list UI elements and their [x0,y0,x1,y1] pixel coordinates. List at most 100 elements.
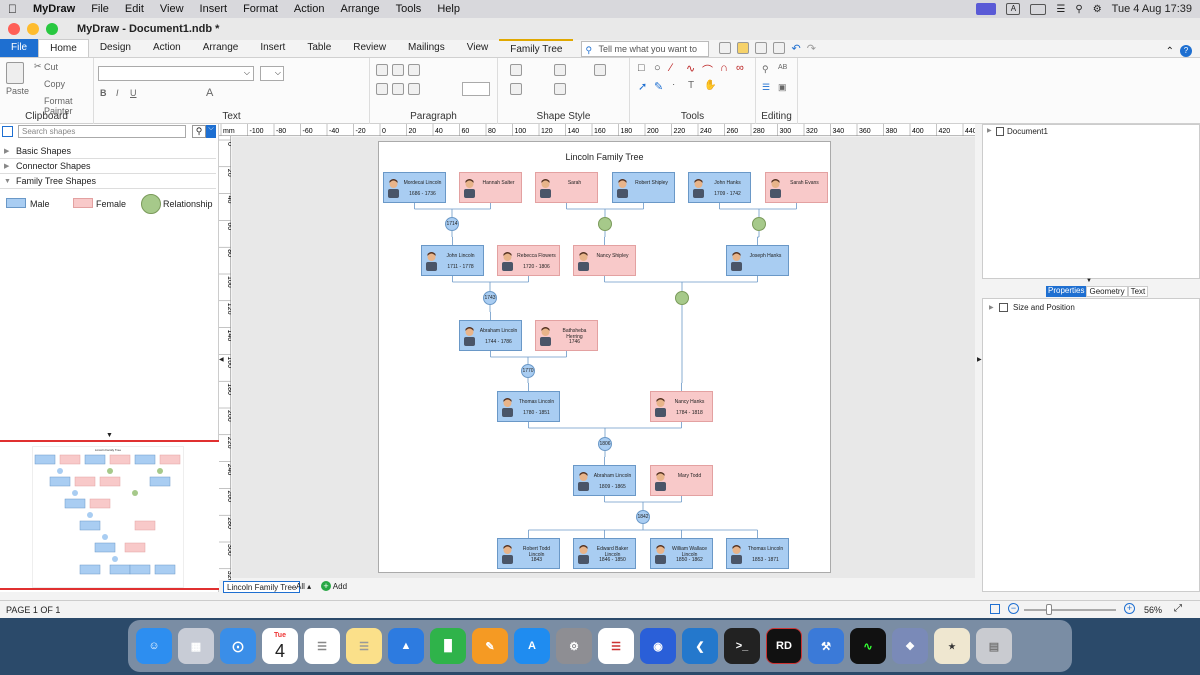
align-center-icon[interactable] [392,83,404,95]
marriage-node[interactable]: 1842 [636,510,650,524]
marriage-node[interactable]: 1714 [445,217,459,231]
search-options-icon[interactable]: ⌵ [206,125,216,138]
pencil-tool-icon[interactable]: ✎ [654,81,664,93]
font-family-select[interactable]: ⌵ [98,66,254,81]
marriage-node[interactable]: 1743 [483,291,497,305]
mydraw-icon[interactable]: ☰ [598,628,634,664]
pan-hand-icon[interactable]: ✋ [704,80,717,91]
arrange-icon[interactable] [554,83,566,95]
fill-icon[interactable] [510,64,522,76]
shape-male[interactable] [6,198,26,208]
tab-properties[interactable]: Properties [1046,286,1087,297]
panel-splitter[interactable]: ▼ [106,432,113,439]
rider-icon[interactable]: RD [766,628,802,664]
line-spacing-select[interactable] [462,82,490,96]
line-style-icon[interactable] [554,64,566,76]
arc-tool-icon[interactable]: ∩ [720,62,728,74]
panel-toggle-icon[interactable] [2,126,13,137]
font-size-select[interactable]: ⌵ [260,66,284,81]
align-right-icon[interactable] [408,83,420,95]
save-icon[interactable] [755,42,768,54]
shadow-icon[interactable] [594,64,606,76]
redo-icon[interactable]: ↷ [806,42,816,55]
zoom-out-icon[interactable]: − [1008,603,1019,614]
zoom-slider[interactable] [1024,609,1116,611]
bold-button[interactable]: B [100,88,107,98]
spotlight-icon[interactable]: ⚲ [1075,3,1083,15]
undo-icon[interactable]: ↶ [791,42,801,55]
male-node[interactable]: Joseph Hanks [726,245,789,276]
tab-file[interactable]: File [0,39,39,57]
align-top-icon[interactable] [376,64,388,76]
app-store-icon[interactable]: A [514,628,550,664]
select-icon[interactable]: ▣ [778,82,787,92]
menu-edit[interactable]: Edit [115,3,144,15]
reminders-icon[interactable]: ☰ [304,628,340,664]
pages-icon[interactable]: ✎ [472,628,508,664]
right-panel-collapse-icon[interactable]: ▶ [977,357,982,363]
menu-view[interactable]: View [150,3,184,15]
tab-arrange[interactable]: Arrange [202,42,239,53]
layers-icon[interactable]: ☰ [762,82,771,92]
section-family-tree-shapes[interactable]: ▼ Family Tree Shapes [0,174,216,189]
male-node[interactable]: Robert Shipley [612,172,675,203]
section-basic-shapes[interactable]: ▶ Basic Shapes [0,144,216,159]
fit-page-icon[interactable]: ⤢ [1174,603,1182,614]
ellipse-tool-icon[interactable]: ○ [654,62,661,74]
text-tool-icon[interactable]: T [688,80,695,91]
tab-design[interactable]: Design [99,42,131,53]
polyline-tool-icon[interactable]: ∿ [686,63,696,75]
tab-home[interactable]: Home [38,39,89,57]
instruments-icon[interactable]: ❖ [892,628,928,664]
launchpad-icon[interactable]: ▦ [178,628,214,664]
find-icon[interactable]: ⚲ [762,64,769,74]
vscode-icon[interactable]: ❮ [682,628,718,664]
tab-family-tree[interactable]: Family Tree [499,39,574,57]
present-icon[interactable] [990,604,1000,614]
menu-file[interactable]: File [82,3,109,15]
marriage-node[interactable] [752,217,766,231]
menu-arrange[interactable]: Arrange [331,3,379,15]
pointer-tool-icon[interactable]: ➚ [638,81,648,93]
help-icon[interactable]: ? [1180,45,1192,57]
align-left-icon[interactable] [376,83,388,95]
marriage-node[interactable] [675,291,689,305]
tab-insert[interactable]: Insert [260,42,286,53]
italic-button[interactable]: I [116,88,119,98]
new-document-icon[interactable] [719,42,732,54]
keynote-icon[interactable]: ▲ [388,628,424,664]
replace-icon[interactable]: AB [778,64,788,71]
tab-text[interactable]: Text [1127,286,1149,297]
cut-icon[interactable]: ✂ [34,61,42,71]
location-app-icon[interactable]: ◉ [640,628,676,664]
font-color-icon[interactable]: A [206,87,214,99]
tab-view[interactable]: View [466,42,489,53]
marriage-node[interactable]: 1806 [598,437,612,451]
menu-tools[interactable]: Tools [386,3,422,15]
calendar-icon[interactable]: Tue 4 [262,628,298,664]
collapse-ribbon-icon[interactable]: ⌃ [1165,46,1174,57]
notes-icon[interactable]: ☰ [346,628,382,664]
paste-button[interactable]: Paste [6,86,30,96]
line-tool-icon[interactable]: ∕ [670,62,672,74]
section-connector-shapes[interactable]: ▶ Connector Shapes [0,159,216,174]
connection-point-icon[interactable]: ⋅ [672,80,676,91]
rectangle-tool-icon[interactable]: □ [638,62,645,74]
menu-action[interactable]: Action [284,3,325,15]
finder-icon[interactable]: ☺ [136,628,172,664]
underline-button[interactable]: U [130,88,137,98]
open-folder-icon[interactable] [737,42,750,54]
tab-action[interactable]: Action [152,42,181,53]
apple-icon[interactable]:  [0,2,25,16]
zoom-in-icon[interactable]: + [1124,603,1135,614]
female-node[interactable]: Sarah [535,172,598,203]
page-tab-lincoln[interactable]: Lincoln Family Tree [223,581,301,593]
